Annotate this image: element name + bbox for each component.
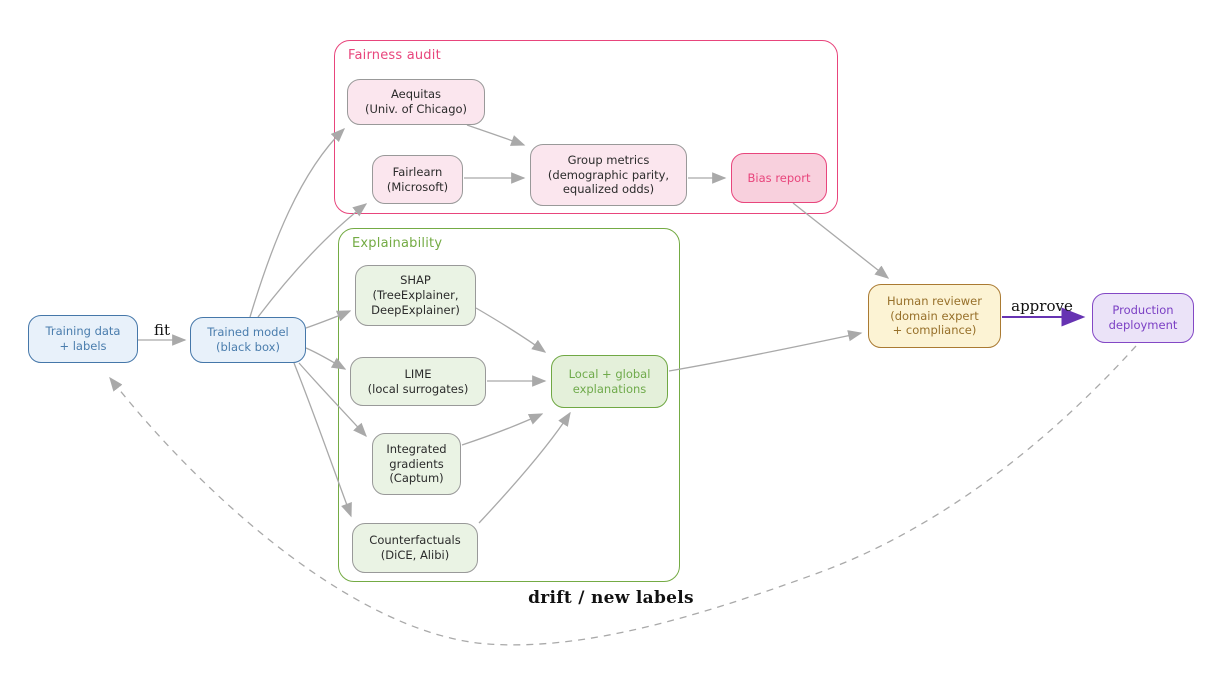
edge-label-approve: approve: [1011, 297, 1073, 315]
fairness-audit-group: Fairness audit: [334, 40, 838, 214]
node-integrated-gradients: Integrated gradients (Captum): [372, 433, 461, 495]
node-group-metrics: Group metrics (demographic parity, equal…: [530, 144, 687, 206]
node-counterfactuals: Counterfactuals (DiCE, Alibi): [352, 523, 478, 573]
edge-counterfactuals-to-local-global: [478, 411, 571, 524]
node-local-global-explanations: Local + global explanations: [551, 355, 668, 408]
fairness-audit-title: Fairness audit: [348, 48, 441, 63]
node-training-data: Training data + labels: [28, 315, 138, 363]
edge-aequitas-to-group-metrics: [466, 124, 526, 146]
edge-bias-report-to-human-reviewer: [792, 202, 890, 279]
edge-trained-model-to-counterfactuals: [293, 362, 352, 518]
edge-shap-to-local-global: [475, 307, 547, 353]
node-human-reviewer: Human reviewer (domain expert + complian…: [868, 284, 1001, 348]
explainability-group: Explainability: [338, 228, 680, 582]
edge-local-global-to-human-reviewer: [668, 330, 863, 372]
edge-trained-model-to-integrated-gradients: [298, 362, 367, 438]
node-bias-report: Bias report: [731, 153, 827, 203]
node-aequitas: Aequitas (Univ. of Chicago): [347, 79, 485, 125]
edge-integrated-gradients-to-local-global: [461, 413, 544, 446]
edge-label-drift-new-labels: drift / new labels: [528, 588, 694, 608]
edge-trained-model-to-shap: [305, 310, 352, 329]
edge-trained-model-to-fairlearn: [257, 203, 368, 318]
node-shap: SHAP (TreeExplainer, DeepExplainer): [355, 265, 476, 326]
node-fairlearn: Fairlearn (Microsoft): [372, 155, 463, 204]
node-lime: LIME (local surrogates): [350, 357, 486, 406]
edge-trained-model-to-lime: [305, 347, 347, 370]
edge-production-to-training-data-dashed: [109, 345, 1137, 646]
explainability-title: Explainability: [352, 236, 443, 251]
node-trained-model: Trained model (black box): [190, 317, 306, 363]
edge-trained-model-to-aequitas: [249, 127, 346, 318]
node-production-deployment: Production deployment: [1092, 293, 1194, 343]
edge-label-fit: fit: [153, 321, 171, 339]
